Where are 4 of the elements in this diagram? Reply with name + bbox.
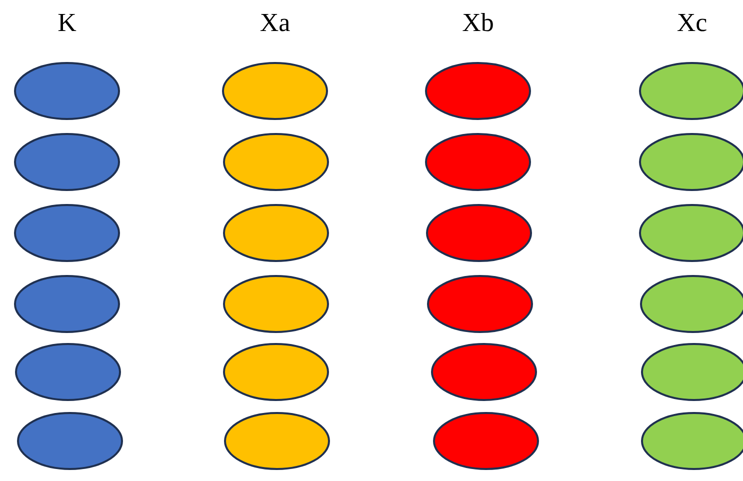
column-header: Xa <box>260 8 290 38</box>
column-header: Xc <box>676 8 708 38</box>
column-header: K <box>58 8 76 38</box>
column-header: Xb <box>462 8 494 38</box>
